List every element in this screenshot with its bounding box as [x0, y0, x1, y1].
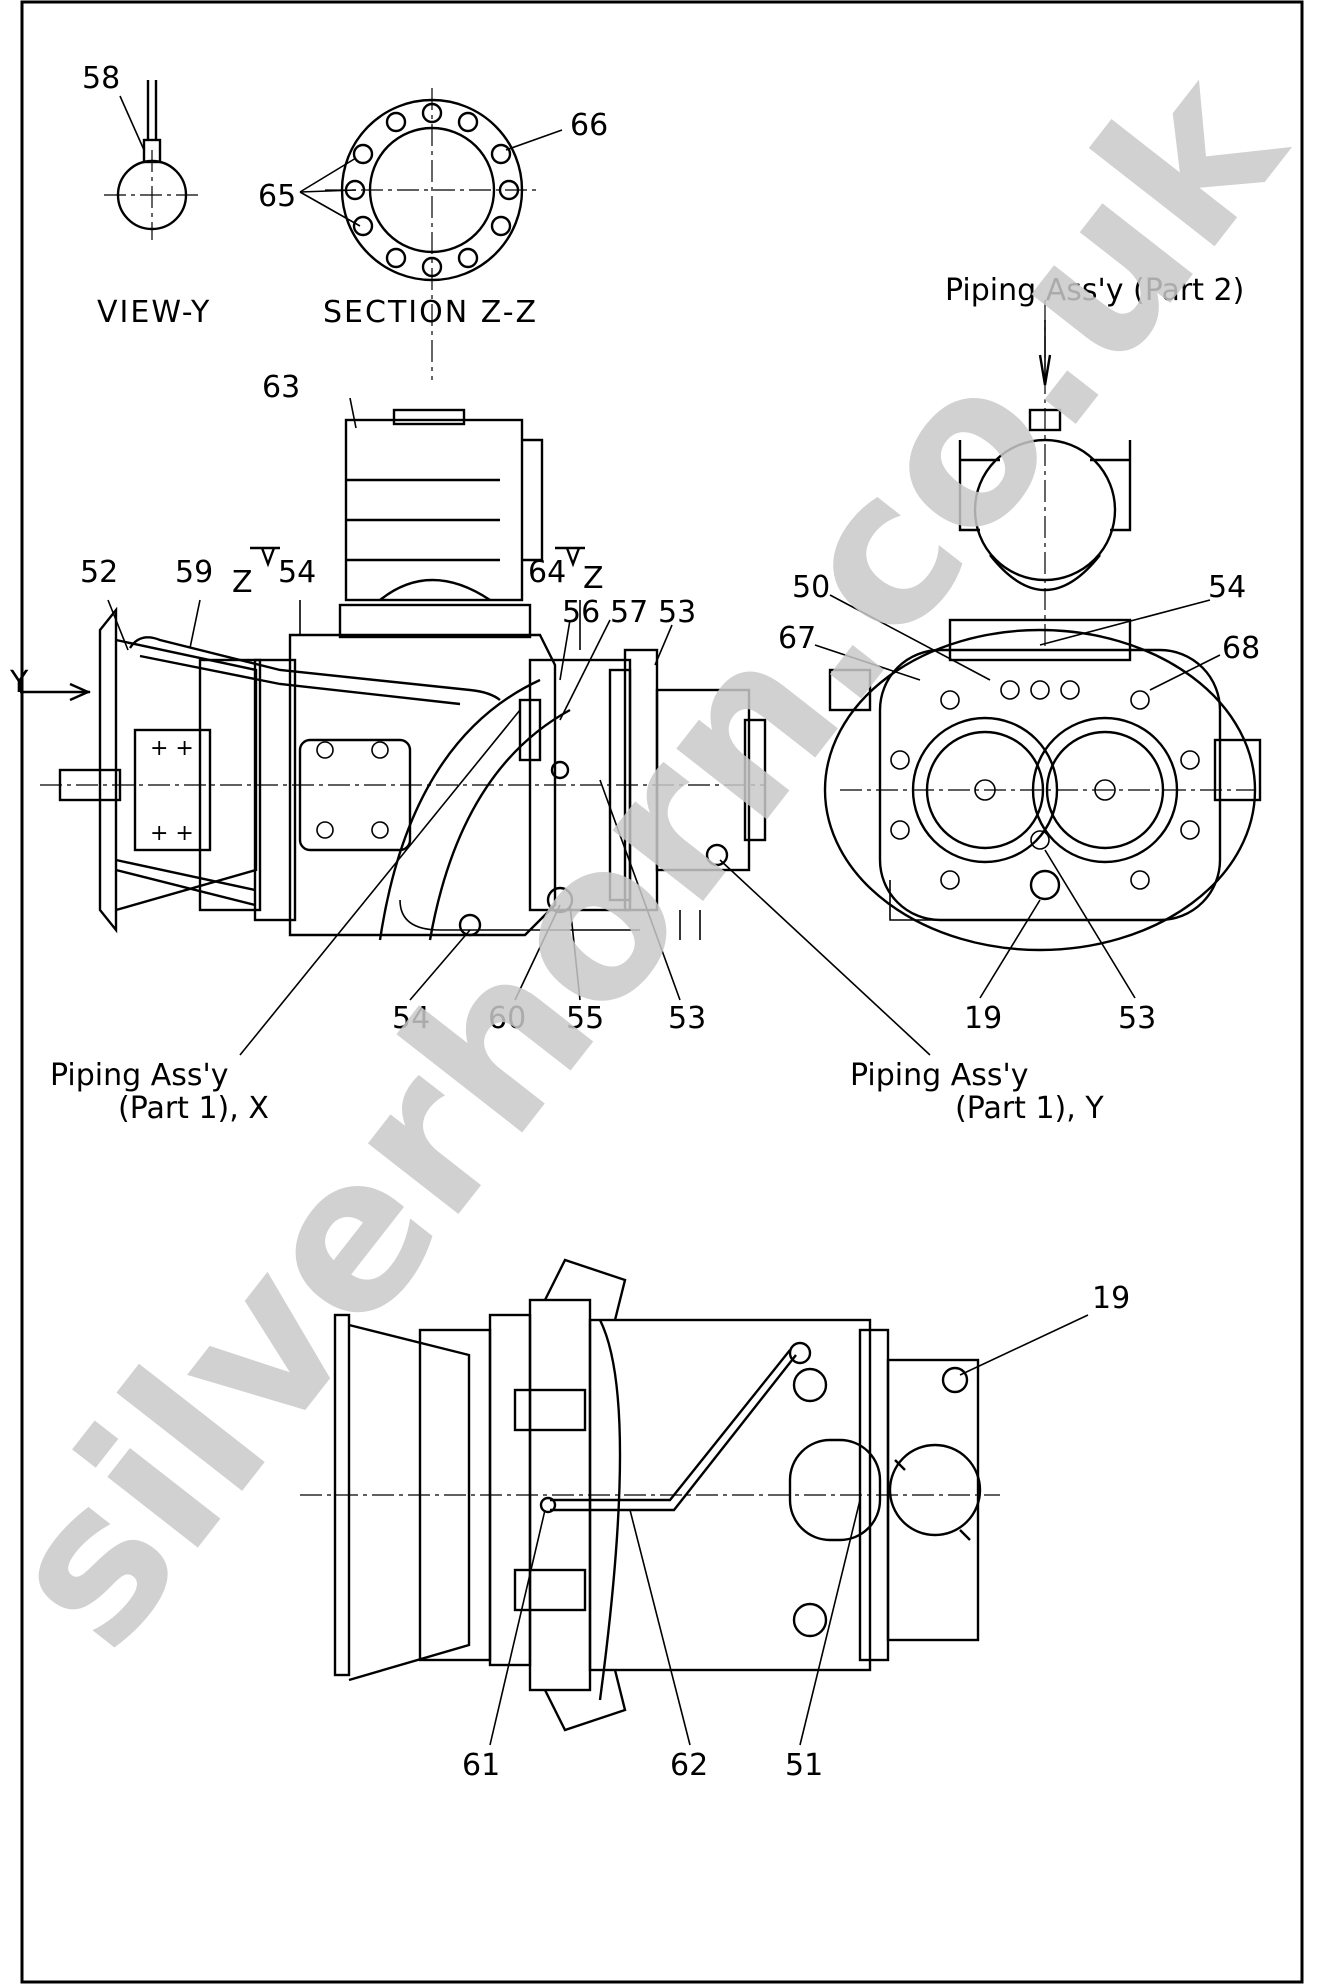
callout-63: 63 [262, 370, 300, 405]
z-marker-right: Z [583, 561, 604, 596]
plan-view-drawing [300, 1258, 1089, 1746]
callout-62: 62 [670, 1748, 708, 1783]
section-zz-caption: SECTION Z-Z [323, 295, 538, 330]
callout-65: 65 [258, 179, 296, 214]
z-marker-left: Z [232, 565, 253, 600]
svg-text:+ +: + + [150, 821, 194, 846]
callout-54-right: 54 [1208, 570, 1246, 605]
callout-53-right: 53 [1118, 1001, 1156, 1036]
callout-53-bottom: 53 [668, 1001, 706, 1036]
callout-59: 59 [175, 555, 213, 590]
callout-64: 64 [528, 555, 566, 590]
sheet-border [20, 0, 1304, 1984]
end-view-drawing [814, 300, 1262, 999]
callout-52: 52 [80, 555, 118, 590]
piping-part1-x-label-line1: Piping Ass'y [50, 1058, 229, 1093]
callout-50: 50 [792, 570, 830, 605]
callout-66: 66 [570, 108, 608, 143]
callout-53-top: 53 [658, 595, 696, 630]
piping-part1-y-label-line2: (Part 1), Y [955, 1091, 1104, 1126]
callout-60: 60 [488, 1001, 526, 1036]
y-arrow-marker: Y [9, 665, 29, 700]
callout-55: 55 [566, 1001, 604, 1036]
callout-54-top: 54 [278, 555, 316, 590]
callout-57: 57 [610, 595, 648, 630]
callout-56: 56 [562, 595, 600, 630]
callout-68: 68 [1222, 631, 1260, 666]
section-zz-drawing [299, 88, 563, 380]
svg-text:+ +: + + [150, 736, 194, 761]
piping-part1-y-label-line1: Piping Ass'y [850, 1058, 1029, 1093]
callout-58: 58 [82, 61, 120, 96]
callout-19-right: 19 [964, 1001, 1002, 1036]
callout-54-bottom: 54 [392, 1001, 430, 1036]
piping-part2-label: Piping Ass'y (Part 2) [945, 273, 1244, 308]
callout-61: 61 [462, 1748, 500, 1783]
view-y-caption: VIEW-Y [97, 295, 211, 330]
view-y-drawing [104, 80, 200, 240]
callout-51: 51 [785, 1748, 823, 1783]
callout-67: 67 [778, 621, 816, 656]
side-elevation-drawing: + + + + [20, 397, 931, 1056]
piping-part1-x-label-line2: (Part 1), X [118, 1091, 269, 1126]
callout-19-lower: 19 [1092, 1281, 1130, 1316]
